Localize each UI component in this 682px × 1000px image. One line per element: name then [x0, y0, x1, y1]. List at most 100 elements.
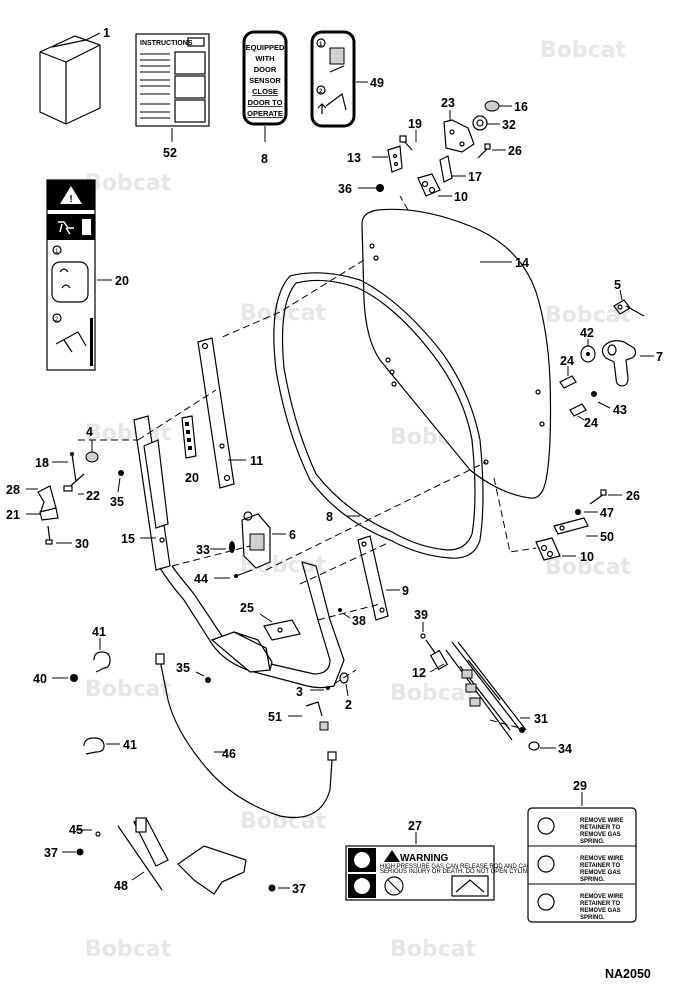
callout-27: 27 [408, 819, 422, 833]
callout-29: 29 [573, 779, 587, 793]
callout-9: 9 [402, 584, 409, 598]
callout-47: 47 [600, 506, 614, 520]
part-18-pin [70, 452, 77, 483]
door-sensor-line: EQUIPPED [246, 43, 285, 52]
callout-6: 6 [289, 528, 296, 542]
remove-wire-line: SPRING. [580, 839, 605, 845]
figure-code: NA2050 [605, 967, 651, 981]
part-42-washer [580, 345, 596, 363]
part-49-gas-spring-decal: 1 2 [310, 30, 356, 128]
callout-18: 18 [35, 456, 49, 470]
part-41-clip-upper [93, 651, 111, 673]
callout-51: 51 [268, 710, 282, 724]
part-11-bar [197, 337, 235, 489]
part-36-nut [376, 184, 384, 192]
watermark-text: Bobcat [545, 555, 632, 580]
callout-36: 36 [338, 182, 352, 196]
door-sensor-line: CLOSE [252, 87, 278, 96]
callout-4: 4 [86, 425, 93, 439]
remove-wire-line: REMOVE GAS [580, 832, 621, 838]
svg-text:2: 2 [55, 317, 59, 323]
callout-39: 39 [414, 608, 428, 622]
remove-wire-line: REMOVE WIRE [580, 894, 623, 900]
callout-15: 15 [121, 532, 135, 546]
part-14-door-glass [361, 208, 552, 499]
callout-34: 34 [558, 742, 572, 756]
callout-46: 46 [222, 747, 236, 761]
part-5-key [613, 299, 645, 317]
callout-26-lower: 26 [626, 489, 640, 503]
callout-12: 12 [412, 666, 426, 680]
callout-33: 44 [194, 572, 208, 586]
callout-25: 25 [240, 601, 254, 615]
callout-3: 3 [296, 685, 303, 699]
callout-35-lower: 35 [176, 661, 190, 675]
callout-37-right: 37 [292, 882, 306, 896]
part-7-door-handle [601, 340, 637, 387]
part-50-hinge-plate [553, 517, 589, 535]
part-8-sensor [229, 541, 235, 553]
callout-24: 24 [560, 354, 574, 368]
callout-41-lower: 41 [123, 738, 137, 752]
part-26-bolt-top [477, 143, 491, 159]
part-13-hinge-plate [387, 145, 403, 173]
callout-20: 20 [115, 274, 129, 288]
callout-48: 48 [114, 879, 128, 893]
callout-13: 13 [347, 151, 361, 165]
callout-8-sensor: 33 [196, 543, 210, 557]
part-47-nut [575, 509, 581, 515]
part-16-cap [484, 100, 500, 112]
part-10-hinge-lower [535, 537, 561, 561]
door-sensor-line: OPERATE [247, 109, 283, 118]
watermark-text: Bobcat [85, 937, 172, 962]
callout-30: 30 [75, 537, 89, 551]
part-4-spring [85, 451, 99, 463]
callout-44: 8 [326, 510, 333, 524]
callout-31: 31 [534, 712, 548, 726]
part-23-hinge-bracket [443, 119, 475, 153]
part-6-latch-assembly [241, 511, 271, 569]
part-35-nut-lower [205, 677, 211, 683]
part-51-switch [305, 701, 329, 731]
door-sensor-line: DOOR TO [248, 98, 283, 107]
part-8-door-sensor-decal: EQUIPPED WITH DOOR SENSOR CLOSE DOOR TO … [242, 30, 288, 126]
part-52-instructions-sheet: INSTRUCTIONS [135, 33, 210, 127]
callout-52: 52 [163, 146, 177, 160]
part-12-gas-spring [425, 639, 527, 741]
door-sensor-line: SENSOR [249, 76, 281, 85]
part-48-gas-spring [117, 817, 169, 891]
part-25-plate [263, 619, 301, 641]
remove-wire-line: SPRING. [580, 915, 605, 921]
callout-11: 11 [250, 454, 263, 468]
part-37-nut-right [268, 884, 276, 892]
warning-text-2: SERIOUS INJURY OR DEATH. DO NOT OPEN CYL… [380, 869, 542, 875]
remove-wire-line: RETAINER TO [580, 825, 620, 831]
remove-wire-line: REMOVE GAS [580, 870, 621, 876]
part-24-spacer-upper [559, 375, 577, 389]
part-19-bushing [472, 115, 488, 131]
part-22-rod [63, 473, 85, 492]
part-20-small-decal [181, 415, 197, 459]
watermark-text: Bobcat [85, 677, 172, 702]
callout-19: 32 [502, 118, 516, 132]
callout-49: 49 [370, 76, 384, 90]
part-34-bolt [528, 741, 540, 751]
assembly-lines [78, 195, 537, 729]
callout-23: 23 [441, 96, 455, 110]
part-15-door-frame [133, 415, 345, 689]
remove-wire-line: REMOVE WIRE [580, 856, 623, 862]
callout-7: 7 [656, 350, 663, 364]
callout-14: 14 [515, 256, 529, 270]
part-41-clip-lower [83, 737, 105, 755]
callout-5: 5 [614, 278, 621, 292]
part-40-nut [70, 674, 78, 682]
callout-1: 1 [103, 26, 110, 40]
watermark-text: Bobcat [390, 681, 477, 706]
callout-8: 8 [261, 152, 268, 166]
door-sensor-line: WITH [255, 54, 274, 63]
part-39-pin [420, 633, 426, 639]
callout-40: 40 [33, 672, 47, 686]
part-45-pin [95, 831, 101, 837]
part-21-lever [39, 507, 59, 521]
